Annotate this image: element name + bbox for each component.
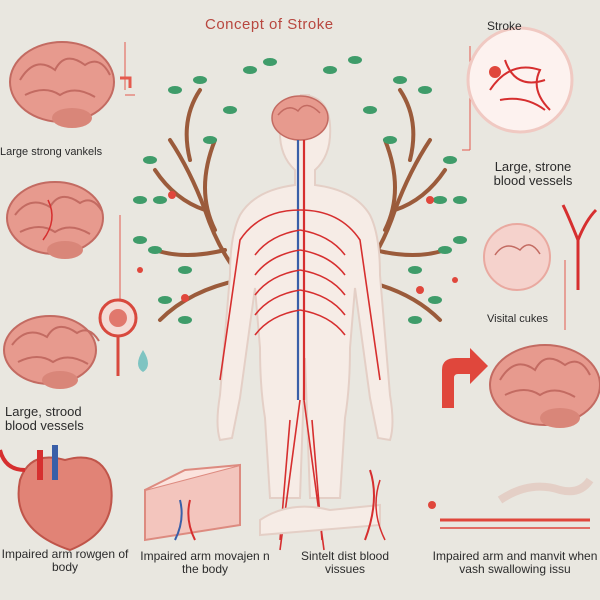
- berries: [137, 191, 458, 302]
- brain-icon: [489, 344, 600, 428]
- heart-icon: [0, 445, 113, 552]
- brain-icon: [9, 41, 115, 128]
- brain-icon: [6, 181, 104, 259]
- label-bottom-2: Impaired arm movajen n the body: [140, 549, 270, 577]
- label-mid-left: Large, strood blood vessels: [5, 404, 84, 434]
- label-right-mid: Large, strone blood vessels: [493, 159, 573, 189]
- brain-icon: [271, 95, 329, 141]
- stroke-circle-icon: [466, 26, 574, 134]
- figure-arm-icon: [428, 477, 594, 529]
- label-top-left: Large strong vankels: [0, 146, 103, 158]
- brain-icon: [3, 315, 100, 389]
- reclining-figure-icon: [259, 469, 386, 541]
- vessel-icon: [561, 204, 598, 290]
- page-title: Concept of Stroke: [205, 16, 334, 33]
- brain-icon: [483, 223, 551, 291]
- leaves: [133, 56, 467, 324]
- label-bottom-1: Impaired arm rowgen of body: [1, 547, 129, 575]
- label-right-small: Visital cukes: [487, 313, 548, 325]
- arrow-icon: [120, 76, 132, 88]
- label-bottom-4: Impaired arm and manvit when vash swallo…: [432, 549, 598, 577]
- warning-sign-icon: [98, 298, 138, 376]
- arrow-icon: [442, 348, 488, 408]
- label-bottom-3: Sintelt dist blood vissues: [300, 549, 390, 577]
- label-stroke: Stroke: [487, 19, 522, 33]
- tissue-icon: [144, 463, 241, 542]
- water-drop-icon: [138, 350, 148, 372]
